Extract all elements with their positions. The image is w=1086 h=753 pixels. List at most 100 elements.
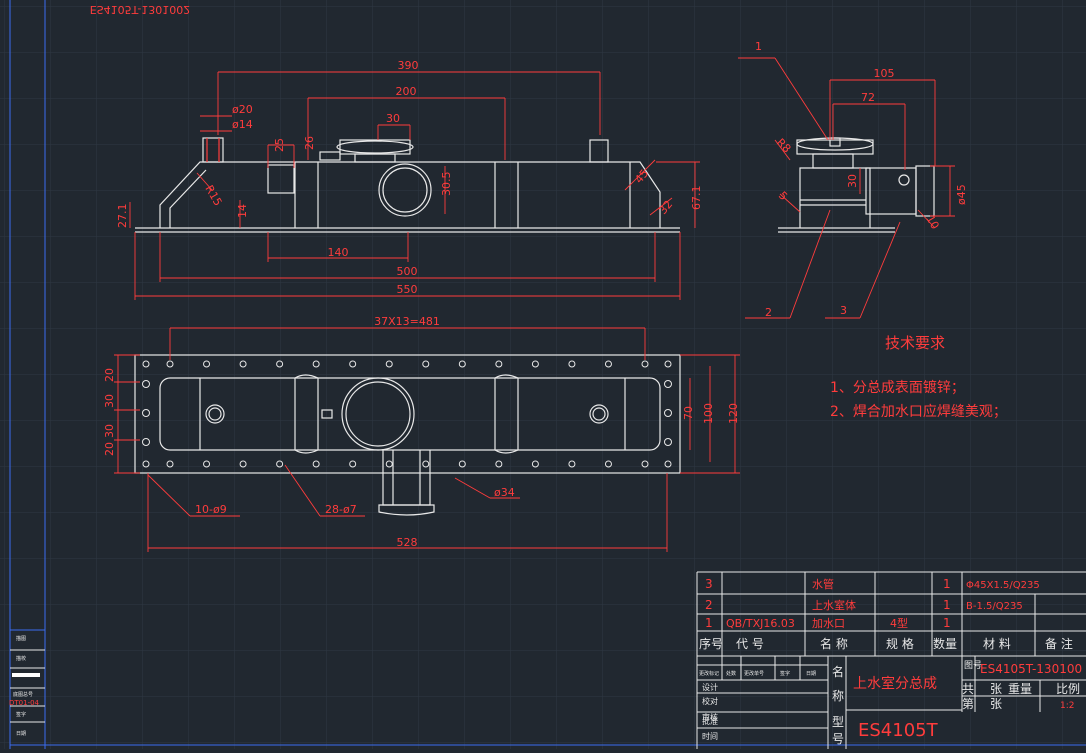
bom-cell-qty: 1 (943, 616, 951, 630)
scale-value: 1:2 (1060, 701, 1074, 711)
header-qty: 数量 (933, 636, 957, 651)
sign-row-label: 设计 (702, 682, 718, 692)
side-view: 1 105 72 R8 30 ø45 5 10 2 3 (738, 40, 968, 319)
model-number: ES4105T (858, 720, 939, 741)
dim-26: 26 (303, 136, 316, 150)
bolt-hole (142, 438, 150, 446)
bolt-hole (458, 460, 466, 468)
bolt-hole (422, 360, 430, 368)
strip-item: 底图总号 (13, 691, 33, 698)
side-view-dims (738, 57, 955, 319)
dim-20-top: 20 (103, 368, 116, 382)
bolt-hole (604, 460, 612, 468)
bolt-hole (142, 460, 150, 468)
plan-view-body (134, 354, 681, 516)
dim-200: 200 (396, 85, 417, 98)
weight-label: 重量 (1008, 682, 1032, 696)
sign-header: 签字 (780, 670, 790, 677)
bolt-hole (664, 380, 672, 388)
dim-dia14: ø14 (232, 118, 253, 131)
sign-row-label: 审核 (702, 712, 718, 722)
callout-2: 2 (765, 306, 772, 319)
bom-cell-spec: 4型 (890, 616, 908, 630)
plan-view-dims (114, 327, 740, 552)
notes-heading: 技术要求 (885, 334, 945, 352)
bom-cell-name: 加水口 (812, 617, 845, 630)
bom-cell-material: B-1.5/Q235 (966, 601, 1023, 612)
bom-cell-name: 水管 (812, 577, 834, 591)
bom-cell-qty: 1 (943, 577, 951, 591)
header-no: 序号 (699, 636, 723, 651)
header-code: 代 号 (736, 637, 764, 651)
sign-header: 日期 (806, 671, 816, 677)
dim-30-a: 30 (103, 394, 116, 408)
bolt-hole (664, 360, 672, 368)
bolt-hole (312, 460, 320, 468)
drawing-number: ES4105T-130100 (980, 662, 1082, 676)
bolt-hole (664, 438, 672, 446)
name-label-2: 称 (832, 689, 844, 703)
dim-pitch: 37X13=481 (374, 315, 440, 328)
strip-code: DT01-04 (9, 699, 40, 707)
bolt-hole (604, 360, 612, 368)
bolt-hole (312, 360, 320, 368)
dim-small-holes: 10-ø9 (195, 503, 227, 516)
bolt-hole (495, 360, 503, 368)
dim-67-1: 67.1 (690, 186, 703, 211)
bolt-hole (166, 360, 174, 368)
bolt-hole (239, 360, 247, 368)
drawing-name: 上水室分总成 (853, 675, 937, 692)
dim-30-side: 30 (846, 174, 859, 188)
dim-dia45: ø45 (955, 184, 968, 205)
bolt-hole (568, 360, 576, 368)
bom-row: 3 水管 1 Φ45X1.5/Q235 (705, 577, 1040, 591)
dim-20-bottom: 20 (103, 442, 116, 456)
model-label: 型 (832, 715, 844, 729)
dim-10: 10 (923, 213, 941, 232)
bolt-hole (203, 360, 211, 368)
notes-line-2: 2、焊合加水口应焊缝美观； (830, 403, 1007, 420)
bom-table: 3 水管 1 Φ45X1.5/Q235 2 上水室体 1 B-1.5/Q235 … (696, 571, 1086, 749)
title-block: 更改标记 处数 更改单号 签字 日期 设计 校对 审核 批准 时间 名 称 上水… (697, 656, 1086, 749)
bolt-hole (166, 460, 174, 468)
dim-25: 25 (273, 138, 286, 152)
bom-cell-material: Φ45X1.5/Q235 (966, 580, 1040, 591)
bom-cell-no: 2 (705, 598, 713, 612)
dim-dia20: ø20 (232, 103, 253, 116)
drawing-frame (9, 0, 1086, 749)
dim-large-holes: 28-ø7 (325, 503, 357, 516)
bolt-hole (664, 409, 672, 417)
dim-105: 105 (874, 67, 895, 80)
sign-row-label: 时间 (702, 731, 718, 741)
bom-cell-name: 上水室体 (812, 598, 856, 612)
name-label: 名 (832, 664, 844, 679)
bom-row: 2 上水室体 1 B-1.5/Q235 (705, 598, 1023, 612)
sign-headers: 更改标记 处数 更改单号 签字 日期 (699, 670, 816, 677)
bolt-hole (203, 460, 211, 468)
bom-cell-no: 1 (705, 616, 713, 630)
bolt-hole (142, 409, 150, 417)
side-view-body (778, 137, 935, 233)
bolt-hole (422, 460, 430, 468)
dim-14: 14 (236, 204, 249, 218)
bolt-hole (568, 460, 576, 468)
callout-1: 1 (755, 40, 762, 53)
drawing-no-label: 图号 (964, 660, 982, 671)
dim-27-1: 27.1 (116, 204, 129, 229)
model-label-2: 号 (832, 732, 844, 746)
bolt-hole (385, 360, 393, 368)
strip-item: 描图 (16, 635, 26, 642)
callout-3: 3 (840, 304, 847, 317)
technical-requirements: 技术要求 1、分总成表面镀锌； 2、焊合加水口应焊缝美观； (830, 334, 1007, 420)
bolt-hole (349, 460, 357, 468)
dim-30-5: 30.5 (440, 172, 453, 197)
front-view: 390 200 30 ø20 ø14 25 26 R15 30.5 14 27.… (116, 59, 703, 300)
dim-72: 72 (861, 91, 875, 104)
dim-550: 550 (397, 283, 418, 296)
left-strip: 描图 描校 底图总号 签字 日期 DT01-04 (9, 635, 45, 737)
bolt-hole (664, 460, 672, 468)
dim-100: 100 (702, 403, 715, 424)
bom-cell-code: QB/TXJ16.03 (726, 617, 795, 630)
